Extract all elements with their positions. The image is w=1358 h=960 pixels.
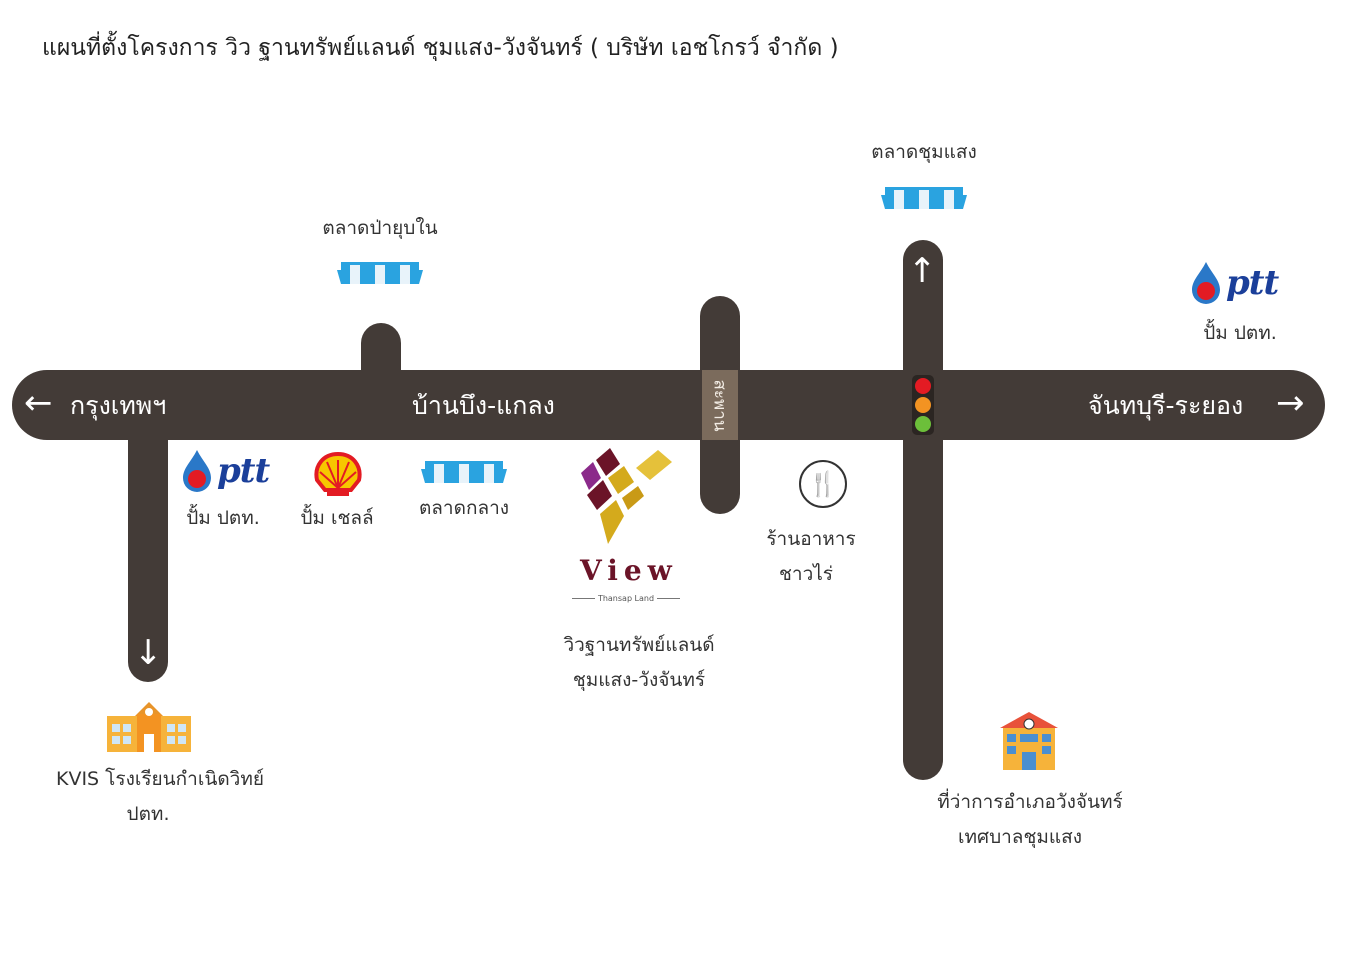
view-logo-mark-icon bbox=[581, 448, 672, 544]
district-office-building-icon bbox=[1000, 712, 1058, 770]
label-district-line1: ที่ว่าการอำเภอวังจันทร์ bbox=[937, 791, 1123, 813]
restaurant-cutlery-icon: 🍴 bbox=[799, 460, 847, 508]
ptt-flame-icon bbox=[183, 450, 211, 492]
arrow-down-icon: ↓ bbox=[134, 633, 163, 673]
traffic-light-icon bbox=[912, 375, 934, 435]
label-market-chumsaeng: ตลาดชุมแสง bbox=[871, 141, 977, 163]
arrow-up-icon: ↑ bbox=[908, 251, 937, 291]
market-awning-icon bbox=[421, 461, 507, 483]
label-project-line1: วิวฐานทรัพย์แลนด์ bbox=[563, 634, 715, 656]
road-label-west: กรุงเทพฯ bbox=[70, 391, 167, 420]
label-restaurant-line1: ร้านอาหาร bbox=[766, 528, 856, 550]
label-market-central: ตลาดกลาง bbox=[418, 497, 510, 519]
label-district-line2: เทศบาลชุมแสง bbox=[958, 826, 1082, 848]
bridge-label: สะพาน bbox=[709, 379, 730, 431]
label-market-paibubnai: ตลาดป่ายุบใน bbox=[322, 217, 438, 239]
ptt-logo: ptt bbox=[1190, 262, 1279, 304]
side-road-chumsaeng bbox=[903, 240, 943, 780]
road-label-main: บ้านบึง-แกลง bbox=[412, 391, 555, 420]
ptt-flame-icon bbox=[1192, 262, 1220, 304]
main-road bbox=[12, 370, 1325, 440]
label-restaurant-line2: ชาวไร่ bbox=[779, 563, 833, 585]
market-awning-icon bbox=[881, 187, 967, 209]
shell-logo-icon bbox=[314, 452, 362, 496]
view-logo-text: View bbox=[580, 554, 678, 587]
arrow-right-icon: → bbox=[1276, 383, 1305, 423]
label-shell: ปั้ม เชลล์ bbox=[300, 507, 374, 529]
label-school-line1: KVIS โรงเรียนกำเนิดวิทย์ bbox=[56, 768, 264, 790]
market-awning-icon bbox=[337, 262, 423, 284]
label-ptt-east: ปั้ม ปตท. bbox=[1203, 322, 1277, 344]
school-building-icon bbox=[107, 702, 191, 752]
view-logo-subtext: Thansap Land bbox=[572, 594, 681, 603]
side-road-kvis bbox=[128, 420, 168, 682]
label-project-line2: ชุมแสง-วังจันทร์ bbox=[572, 669, 706, 691]
label-ptt-west: ปั้ม ปตท. bbox=[186, 507, 260, 529]
bridge-marker: สะพาน bbox=[702, 370, 738, 440]
page-title: แผนที่ตั้งโครงการ วิว ฐานทรัพย์แลนด์ ชุม… bbox=[42, 35, 839, 61]
label-school-line2: ปตท. bbox=[126, 803, 170, 825]
road-label-east: จันทบุรี-ระยอง bbox=[1088, 391, 1244, 420]
ptt-logo: ptt bbox=[181, 450, 270, 492]
arrow-left-icon: ← bbox=[24, 383, 53, 423]
side-road-paibubnai bbox=[361, 323, 401, 383]
